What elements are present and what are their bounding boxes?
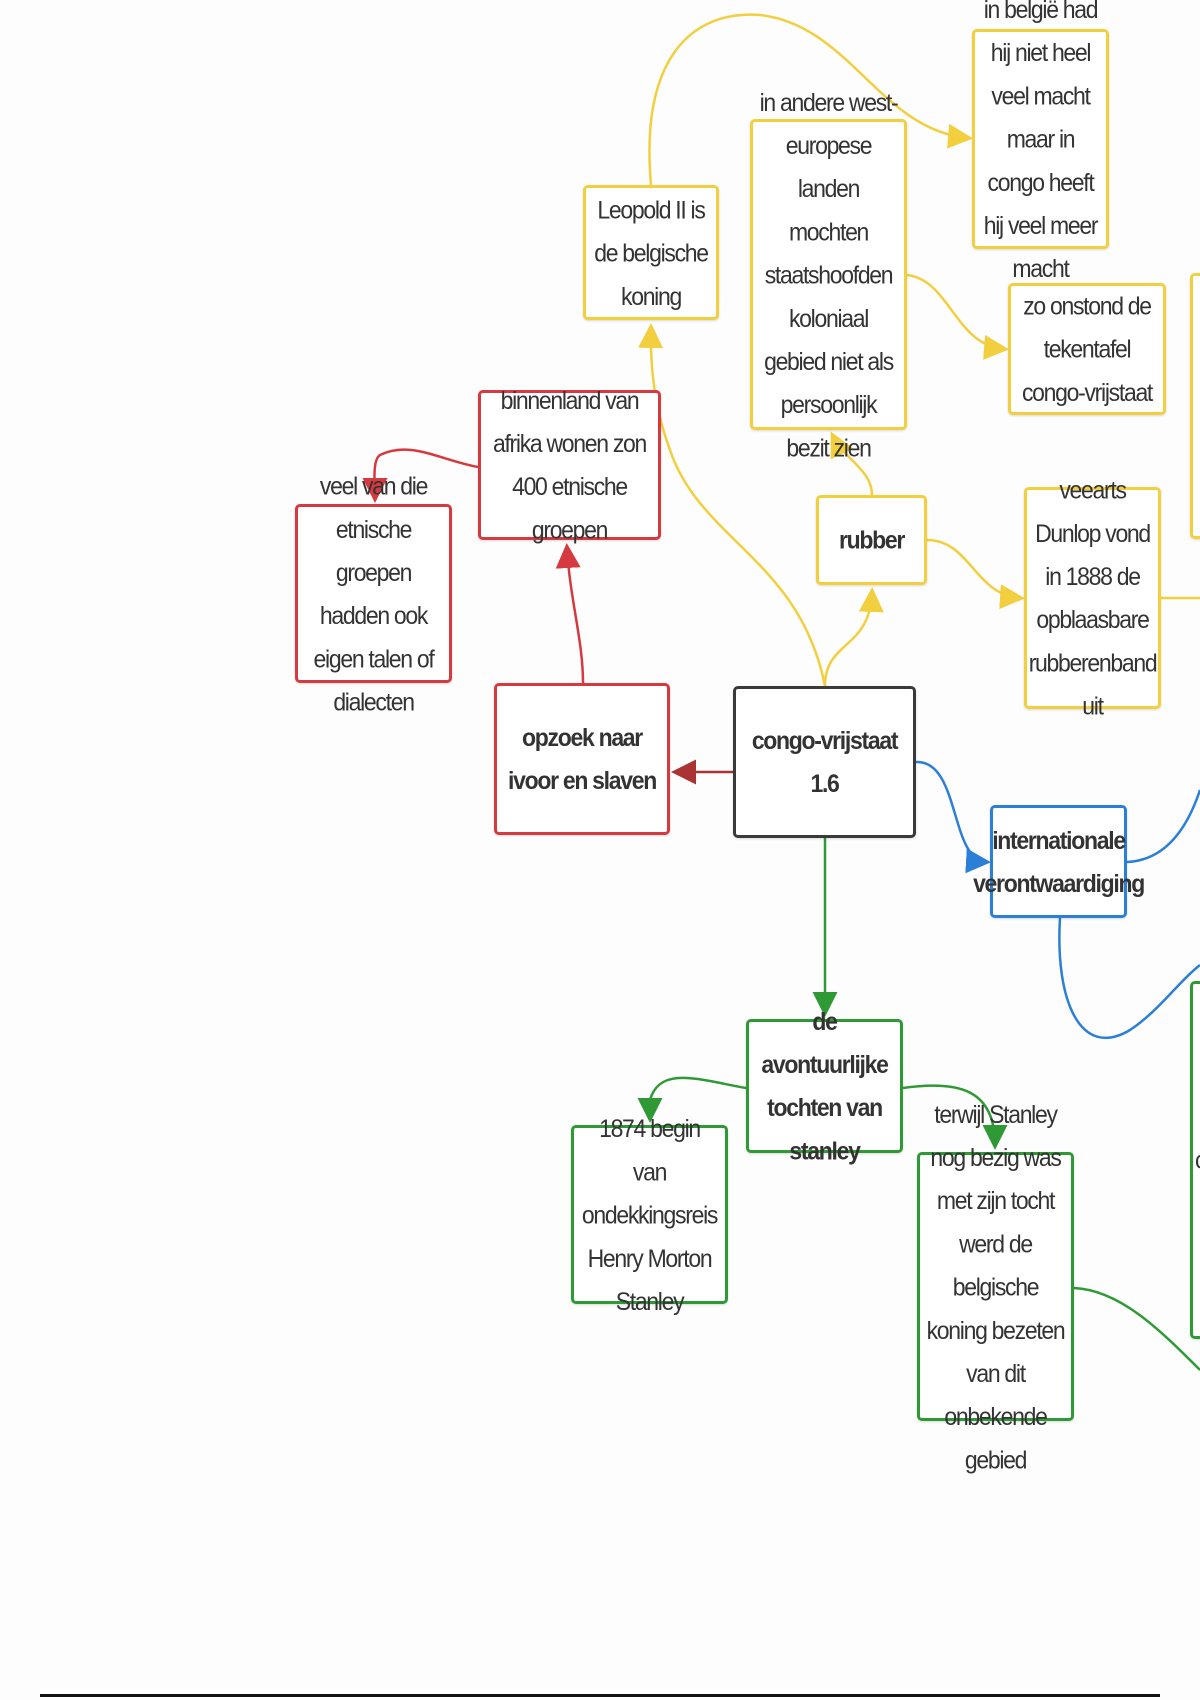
node-rubber[interactable]: rubber <box>816 495 927 585</box>
node-label: binnenland van afrika wonen zon 400 etni… <box>492 386 647 544</box>
node-label: veearts Dunlop vond in 1888 de opblaasba… <box>1028 475 1158 721</box>
node-opzoek[interactable]: opzoek naar ivoor en slaven <box>494 683 670 835</box>
node-label: internationale verontwaardiging <box>973 825 1145 898</box>
edge-leopold-belgie <box>648 13 973 186</box>
node-label: veel van die etnische groepen hadden ook… <box>313 471 435 716</box>
node-label: in andere west-europese landen mochten s… <box>759 87 899 462</box>
node-label: zo onstond de tekentafel congo-vrijstaat <box>1021 291 1153 407</box>
node-internationale[interactable]: internationale verontwaardiging <box>973 805 1145 918</box>
node-in-andere[interactable]: in andere west-europese landen mochten s… <box>750 88 907 461</box>
node-label: 1874 begin van ondekkingsreis Henry Mort… <box>581 1114 719 1315</box>
edge-center-rubber <box>823 587 884 687</box>
edge-internationale-down <box>1058 917 1200 1039</box>
edge-inandere-zoonstond <box>906 273 1009 360</box>
node-partial-green[interactable]: c <box>1190 981 1200 1339</box>
edge-avontuurlijke-1874 <box>637 1076 747 1123</box>
node-avontuurlijke[interactable]: de avontuurlijke tochten van stanley <box>746 1007 903 1165</box>
node-zo-onstond[interactable]: zo onstond de tekentafel congo-vrijstaat <box>1008 283 1166 415</box>
node-leopold[interactable]: Leopold II is de belgische koning <box>583 185 719 320</box>
node-label: de avontuurlijke tochten van stanley <box>761 1007 889 1165</box>
node-label: c <box>1195 1138 1200 1181</box>
edge-internationale-right <box>1126 789 1200 864</box>
edge-binnenland-veelvandie <box>362 448 479 503</box>
node-label: in belgië had hij niet heel veel macht m… <box>983 0 1099 283</box>
node-label: opzoek naar ivoor en slaven <box>508 723 657 795</box>
node-label: Leopold II is de belgische koning <box>594 195 709 310</box>
node-veel-van-die[interactable]: veel van die etnische groepen hadden ook… <box>295 471 452 716</box>
node-in-belgie[interactable]: in belgië had hij niet heel veel macht m… <box>972 0 1109 283</box>
node-center-congo-vrijstaat[interactable]: congo-vrijstaat 1.6 <box>733 686 916 838</box>
edge-avontuurlijke-terwijl <box>902 1084 1008 1150</box>
node-1874[interactable]: 1874 begin van ondekkingsreis Henry Mort… <box>571 1114 728 1315</box>
page-bottom-rule <box>40 1694 1160 1697</box>
edge-opzoek-binnenland <box>555 543 585 684</box>
node-label: terwijl Stanley nog bezig was met zijn t… <box>926 1099 1066 1474</box>
node-terwijl[interactable]: terwijl Stanley nog bezig was met zijn t… <box>917 1100 1074 1473</box>
node-partial-yellow[interactable] <box>1190 273 1200 539</box>
node-label: congo-vrijstaat 1.6 <box>751 726 899 798</box>
edge-terwijl-right <box>1073 1286 1200 1371</box>
node-label: rubber <box>838 525 905 555</box>
edge-rubber-veearts <box>926 538 1025 610</box>
edge-center-leopold <box>638 323 827 687</box>
edge-center-internationale <box>915 760 991 874</box>
node-binnenland[interactable]: binnenland van afrika wonen zon 400 etni… <box>478 386 661 544</box>
edge-rubber-inandere <box>830 431 874 496</box>
node-veearts[interactable]: veearts Dunlop vond in 1888 de opblaasba… <box>1024 476 1161 720</box>
